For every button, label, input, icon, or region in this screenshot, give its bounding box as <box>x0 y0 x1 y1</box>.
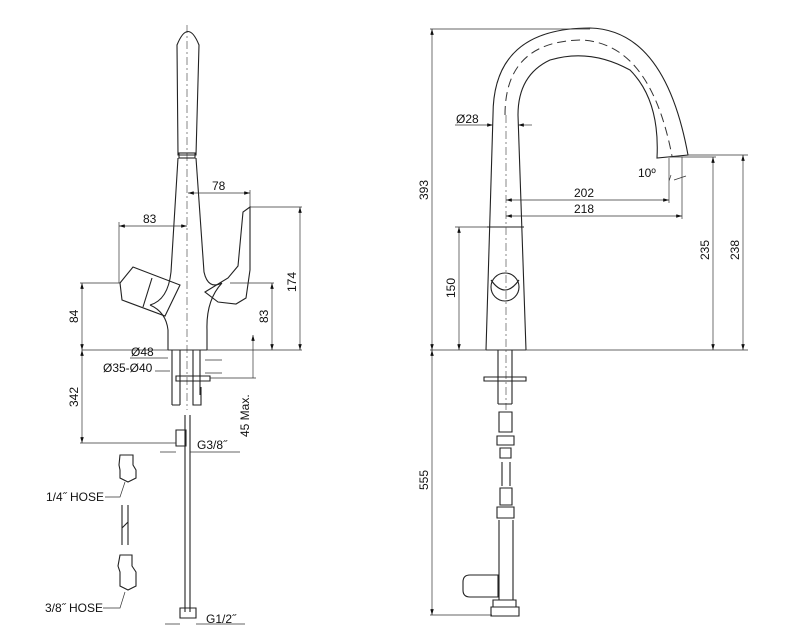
hose-side <box>496 411 515 600</box>
pull-out-knob <box>490 272 520 302</box>
dim-342: 342 <box>67 387 81 407</box>
spout-front <box>176 30 200 156</box>
label-three-eighth-hose: 3/8˝ HOSE <box>45 601 103 615</box>
fitting-three-eighth <box>117 554 137 591</box>
tube-short <box>121 505 129 545</box>
dim-dia28: Ø28 <box>456 112 479 126</box>
dim-10-degrees: 10º <box>638 166 656 180</box>
dim-174: 174 <box>285 272 299 292</box>
dim-78: 78 <box>212 179 226 193</box>
body-front <box>149 157 223 351</box>
dim-dia48: Ø48 <box>131 345 154 359</box>
shank-side <box>483 350 527 405</box>
dim-dia35-40: Ø35-Ø40 <box>103 361 153 375</box>
side-view: 393 555 Ø28 202 218 10º 150 235 238 <box>417 27 748 617</box>
left-handle <box>119 266 181 317</box>
base-nut-side <box>490 599 520 617</box>
thread-g1-2: G1/2˝ <box>206 612 237 626</box>
dim-238: 238 <box>728 240 742 260</box>
dim-393: 393 <box>417 180 431 200</box>
fitting-quarter-inch <box>118 454 137 483</box>
dim-83-horizontal: 83 <box>143 212 157 226</box>
dim-218: 218 <box>574 202 594 216</box>
dim-150: 150 <box>444 278 458 298</box>
hose-front <box>175 415 197 619</box>
label-quarter-inch-hose: 1/4˝ HOSE <box>46 490 104 504</box>
dim-45-max: 45 Max. <box>238 394 252 437</box>
body-side <box>485 114 527 351</box>
right-handle-lever <box>204 205 251 305</box>
dim-235: 235 <box>698 240 712 260</box>
dim-84: 84 <box>67 309 81 323</box>
dim-202: 202 <box>574 186 594 200</box>
spout-arc <box>492 27 689 159</box>
shanks <box>171 350 211 406</box>
dim-555: 555 <box>417 470 431 490</box>
front-view: 78 83 84 174 83 Ø48 Ø35-Ø40 342 45 Max. … <box>45 25 302 626</box>
dim-83-vertical: 83 <box>257 309 271 323</box>
thread-g3-8: G3/8˝ <box>197 438 228 452</box>
weight-block <box>462 574 499 598</box>
